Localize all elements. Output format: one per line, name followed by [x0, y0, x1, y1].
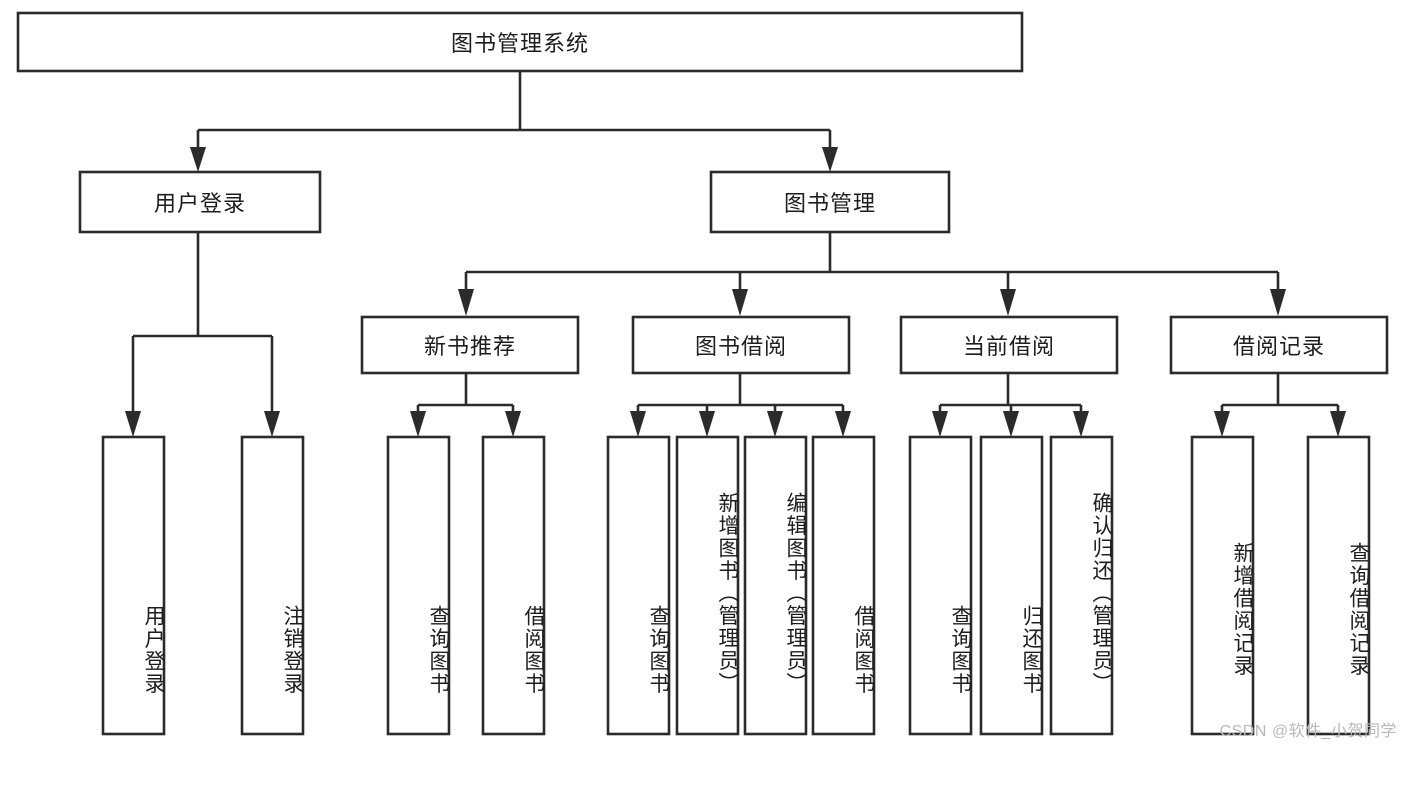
node-book-management[interactable]: [709, 170, 951, 234]
arrow-head-bb-leaf-1: [630, 411, 646, 437]
node-leaf-nb-query-book[interactable]: [386, 435, 451, 736]
arrow-head-leaf-logout: [264, 411, 280, 437]
arrow-head-cb-leaf-2: [1003, 411, 1019, 437]
hierarchy-diagram: 图书管理系统 用户登录 图书管理 新书推荐 图书借阅 当前借阅 借阅记录 用户登…: [16, 11, 1396, 740]
node-leaf-bb-borrow-book[interactable]: [811, 435, 876, 736]
node-leaf-bb-edit-book[interactable]: [743, 435, 808, 736]
node-new-book-recommend[interactable]: [360, 315, 580, 375]
node-box-group: [16, 11, 1389, 736]
node-leaf-bb-query-book[interactable]: [606, 435, 671, 736]
node-leaf-cb-return-book[interactable]: [979, 435, 1044, 736]
node-leaf-user-login[interactable]: [101, 435, 166, 736]
node-leaf-cb-confirm-return[interactable]: [1049, 435, 1114, 736]
arrow-head-book-manage: [822, 147, 838, 172]
arrow-head-new-book: [458, 289, 474, 316]
arrow-head-leaf-user-login: [125, 411, 141, 437]
arrow-head-nb-leaf-1: [410, 411, 426, 437]
node-leaf-logout-login[interactable]: [240, 435, 305, 736]
arrow-head-br-leaf-2: [1330, 411, 1346, 437]
arrow-head-bb-leaf-3: [767, 411, 783, 437]
diagram-canvas: [16, 11, 1389, 736]
node-current-borrow[interactable]: [899, 315, 1119, 375]
node-leaf-br-query-record[interactable]: [1306, 435, 1371, 736]
node-leaf-br-add-record[interactable]: [1190, 435, 1255, 736]
arrow-head-borrow-record: [1270, 289, 1286, 316]
arrow-head-br-leaf-1: [1214, 411, 1230, 437]
arrow-head-cb-leaf-3: [1073, 411, 1089, 437]
arrow-head-book-borrow: [732, 289, 748, 316]
node-leaf-nb-borrow-book[interactable]: [481, 435, 546, 736]
arrow-head-bb-leaf-4: [835, 411, 851, 437]
arrow-head-cb-leaf-1: [932, 411, 948, 437]
arrow-head-current-borrow: [1000, 289, 1016, 316]
node-user-login[interactable]: [78, 170, 322, 234]
node-book-borrow[interactable]: [631, 315, 851, 375]
node-borrow-record[interactable]: [1169, 315, 1389, 375]
arrow-head-bb-leaf-2: [699, 411, 715, 437]
node-root[interactable]: [16, 11, 1024, 73]
arrow-head-nb-leaf-2: [505, 411, 521, 437]
node-leaf-cb-query-book[interactable]: [908, 435, 973, 736]
arrow-head-user-login: [190, 147, 206, 172]
node-leaf-bb-add-book[interactable]: [675, 435, 740, 736]
connector-group: [125, 71, 1346, 437]
